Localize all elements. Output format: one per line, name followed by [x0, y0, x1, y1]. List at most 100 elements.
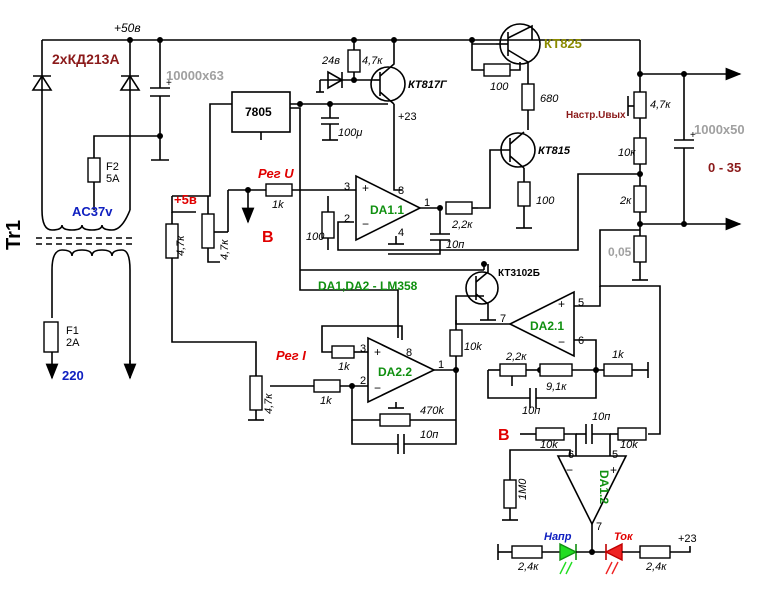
da2-1-cap-label: 10п [522, 405, 540, 417]
da1-1-r100-label: 100 [306, 231, 325, 243]
svg-text:+: + [690, 130, 696, 141]
r1k-u-label: 1k [272, 199, 284, 211]
kt3102-label: КТ3102Б [498, 268, 540, 279]
r100-label: 100 [490, 81, 509, 93]
r2k-label: 2к [619, 195, 632, 207]
da2-2-pin8: 8 [406, 347, 412, 359]
r-adj-label: 4,7к [650, 99, 671, 111]
da2-1-pin6: 6 [578, 335, 584, 347]
fuse-f2 [87, 157, 101, 183]
da2-1-r1k-label: 1k [612, 349, 624, 361]
power-output-section: КТ825 100 680 КТ815 100 + 1000x5 [337, 23, 745, 435]
svg-text:+: + [166, 78, 172, 89]
da2-2-pin1: 1 [438, 359, 444, 371]
r100b-label: 100 [536, 195, 555, 207]
opamp-da1-2: DA1.2 6 5 7 − + B 10k 10п 10k 1М0 2,4к [497, 411, 697, 575]
mains-label: 220 [62, 368, 84, 383]
reg-i-label: Рег I [276, 348, 306, 363]
transistor-kt817 [370, 37, 406, 105]
da1-2-pin6: 6 [568, 449, 574, 461]
da1-2-label: DA1.2 [597, 470, 611, 504]
kt817-label: КТ817Г [408, 79, 448, 91]
pot-u-label: 4,7к [219, 239, 231, 260]
ic-label: DA1,DA2 - LM358 [318, 279, 418, 293]
shunt-label: 0,05 [608, 245, 632, 259]
transformer-label: Tr1 [3, 220, 25, 250]
transistor-kt3102 [465, 261, 499, 314]
r470k-label: 470k [420, 405, 444, 417]
transistor-kt815 [500, 131, 536, 169]
out-range-label: 0 - 35 [708, 160, 741, 175]
ic-7805-label: 7805 [245, 105, 272, 119]
kt825-label: КТ825 [544, 36, 582, 51]
rail-23-bottom-label: +23 [678, 533, 697, 545]
da1-2-r10k-b-label: 10k [620, 439, 638, 451]
da2-1-pin5: 5 [578, 297, 584, 309]
opamp-da2-2: DA1,DA2 - LM358 DA2.2 3 2 1 8 + − 1k 1k … [248, 279, 484, 454]
zener-diode [327, 70, 344, 90]
da1-2-cap-label: 10п [592, 411, 610, 423]
cap-100u [321, 104, 339, 141]
filter-cap-label: 10000x63 [166, 68, 224, 83]
svg-text:+: + [558, 297, 565, 311]
r22k-label: 2,2к [505, 351, 527, 363]
da1-1-pin2: 2 [344, 213, 350, 225]
ac-voltage-label: AC37v [72, 204, 113, 219]
da1-1-pin8: 8 [398, 185, 404, 197]
da2-2-pin3: 3 [360, 343, 366, 355]
bus-voltage-label: +50в [114, 21, 141, 35]
svg-text:+: + [362, 181, 369, 195]
regulator-section: 7805 100μ 24в 4,7к [172, 37, 448, 338]
da1-1-pin1: 1 [424, 197, 430, 209]
led-u-label: Напр [544, 531, 572, 543]
r10k-div-label: 10к [618, 147, 636, 159]
rectifier-section: 2хКД213А +50в + 10000x63 F2 5A AC37v [3, 21, 640, 383]
b-label-bottom: B [498, 427, 510, 444]
svg-text:+: + [374, 345, 381, 359]
b-label-top: B [262, 229, 274, 246]
opamp-da1-1: DA1.1 3 2 1 8 4 + − 2,2к 10п 1k Рег U 10… [245, 166, 478, 255]
da1-1-cap-label: 10п [446, 239, 464, 251]
da1-1-rout-label: 2,2к [451, 219, 473, 231]
fuse-f1-label: F1 [66, 325, 79, 337]
da2-1-pin7: 7 [500, 313, 506, 325]
fuse-f2-rating: 5A [106, 173, 120, 185]
reg-u-label: Рег U [258, 166, 294, 181]
da1-2-r10k-a-label: 10k [540, 439, 558, 451]
adj-label: Настр.Uвых [566, 110, 626, 121]
out-cap-label: 1000x50 [694, 122, 745, 137]
da1-1-label: DA1.1 [370, 203, 404, 217]
diode-right [119, 74, 141, 91]
transistor-kt825 [496, 23, 541, 65]
da2-2-pin2: 2 [360, 375, 366, 387]
rail-23-label: +23 [398, 111, 417, 123]
filter-capacitor: + [150, 40, 172, 161]
r91k-label: 9,1к [546, 381, 567, 393]
kt815-label: КТ815 [538, 145, 571, 157]
da1-2-pin5: 5 [612, 449, 618, 461]
fuse-f1-rating: 2A [66, 337, 80, 349]
led-voltage [559, 542, 578, 575]
da1-1-pin3: 3 [344, 181, 350, 193]
da2-2-r10k-label: 10k [464, 341, 482, 353]
r1m-label: 1М0 [517, 478, 529, 500]
da2-1-label: DA2.1 [530, 319, 564, 333]
r680-label: 680 [540, 93, 559, 105]
r-4k7-label: 4,7к [362, 55, 383, 67]
diodes-label: 2хКД213А [52, 51, 120, 67]
da2-2-r1k-a-label: 1k [338, 361, 350, 373]
svg-text:−: − [374, 381, 381, 395]
da2-2-r1k-b-label: 1k [320, 395, 332, 407]
opamp-da2-1: КТ3102Б DA2.1 5 6 7 + − 2,2к 9,1к 1k 10п [300, 261, 649, 417]
r24k-b-label: 2,4к [645, 561, 667, 573]
da2-2-label: DA2.2 [378, 365, 412, 379]
plus5-label: +5в [174, 192, 197, 207]
svg-text:−: − [558, 335, 565, 349]
da1-1-pin4: 4 [398, 227, 404, 239]
cap-100u-label: 100μ [338, 127, 362, 139]
fuse-f2-label: F2 [106, 161, 119, 173]
fuse-f1 [43, 321, 59, 353]
da1-2-pin7: 7 [596, 521, 602, 533]
zener-label: 24в [321, 55, 340, 67]
